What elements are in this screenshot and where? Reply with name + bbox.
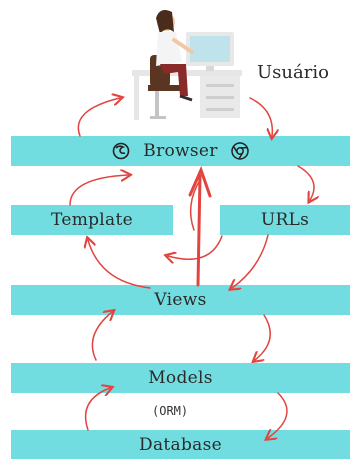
browser-layer: Browser xyxy=(11,136,350,166)
arrow-views-to-models xyxy=(255,314,271,360)
arrow-models-to-views xyxy=(91,312,112,361)
urls-layer: URLs xyxy=(220,205,350,235)
views-label: Views xyxy=(154,290,207,310)
arrow-views-to-template xyxy=(88,240,151,289)
database-layer: Database xyxy=(11,430,350,459)
template-layer: Template xyxy=(11,205,173,235)
browser-label: Browser xyxy=(143,141,218,161)
arrow-user-to-browser xyxy=(249,97,272,136)
arrow-views-to-browser xyxy=(196,174,202,287)
arrow-urls-to-views xyxy=(232,234,269,288)
database-label: Database xyxy=(139,434,222,455)
models-layer: Models xyxy=(11,363,350,393)
urls-label: URLs xyxy=(260,210,310,230)
user-label: Usuário xyxy=(257,62,329,83)
arrow-template-to-browser xyxy=(69,175,128,206)
template-label: Template xyxy=(51,210,133,230)
arrow-urls-to-template xyxy=(168,235,223,259)
firefox-icon xyxy=(112,142,130,160)
orm-note: (ORM) xyxy=(152,404,189,418)
models-label: Models xyxy=(148,368,213,388)
views-layer: Views xyxy=(11,285,350,315)
arrow-browser-to-user xyxy=(77,98,120,137)
arrow-browser-to-urls xyxy=(297,165,314,200)
chrome-icon xyxy=(230,142,249,160)
arrow-database-to-models xyxy=(84,388,110,431)
